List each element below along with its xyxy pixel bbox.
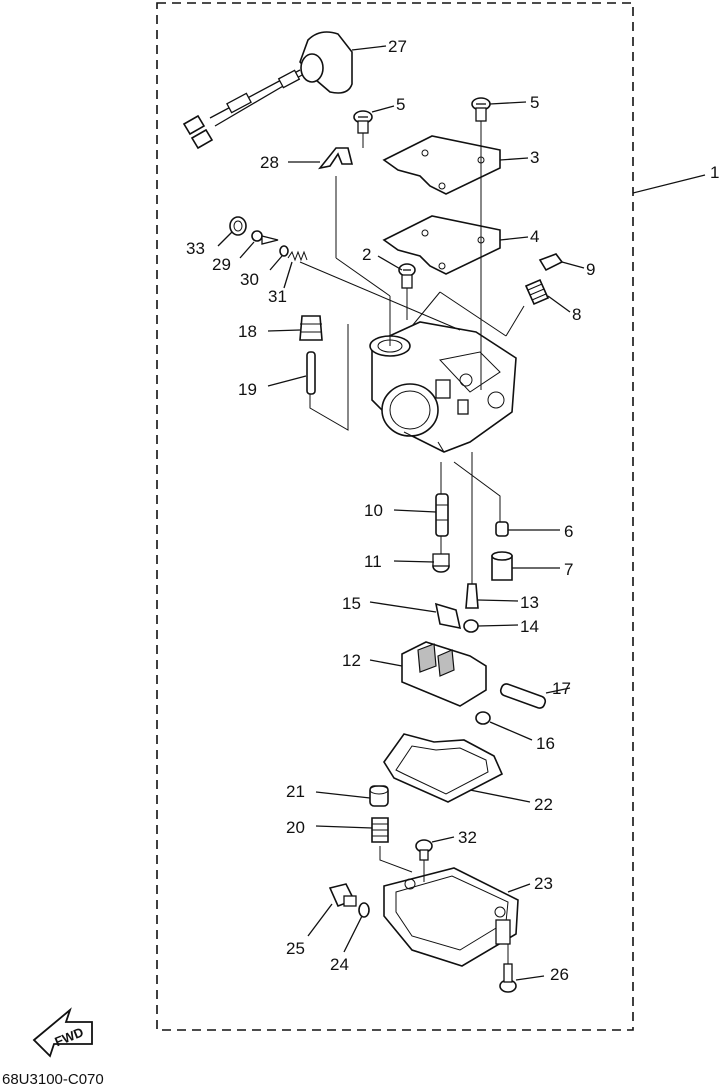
callout-8: 8	[572, 305, 581, 324]
callout-10: 10	[364, 501, 383, 520]
part-8-spring[interactable]	[524, 278, 550, 306]
callout-22: 22	[534, 795, 553, 814]
part-4-gasket[interactable]	[382, 215, 501, 275]
part-18-jet-holder[interactable]	[299, 315, 323, 341]
part-21-collar[interactable]	[369, 785, 389, 807]
part-23-float-bowl[interactable]	[383, 867, 519, 967]
part-24-gasket[interactable]	[358, 902, 370, 918]
callout-27: 27	[388, 37, 407, 56]
callout-14: 14	[520, 617, 539, 636]
part-20-spring[interactable]	[371, 817, 389, 843]
callout-leaders	[217, 45, 706, 981]
callout-28: 28	[260, 153, 279, 172]
part-10-main-nozzle[interactable]	[435, 493, 449, 537]
part-16-screw[interactable]	[475, 711, 491, 725]
callout-21: 21	[286, 782, 305, 801]
callout-24: 24	[330, 955, 349, 974]
part-14-screw[interactable]	[463, 619, 479, 633]
callout-32: 32	[458, 828, 477, 847]
part-29-pilot-screw[interactable]	[251, 230, 279, 245]
callout-33: 33	[186, 239, 205, 258]
part-17-float-pin[interactable]	[499, 682, 547, 709]
part-7-plug[interactable]	[491, 551, 513, 581]
carburetor-body[interactable]	[369, 321, 517, 453]
callout-9: 9	[586, 260, 595, 279]
callout-7: 7	[564, 560, 573, 579]
part-12-float[interactable]	[401, 641, 487, 707]
callout-1: 1	[710, 163, 719, 182]
callout-5-right: 5	[530, 93, 539, 112]
callout-18: 18	[238, 322, 257, 341]
callout-numbers: 1 27 5 5 3 28 4 2 9 8 33 29 30 31 18 19 …	[186, 37, 719, 984]
callout-13: 13	[520, 593, 539, 612]
part-22-gasket[interactable]	[383, 733, 504, 803]
callout-4: 4	[530, 227, 539, 246]
part-15-clip[interactable]	[434, 602, 462, 630]
callout-26: 26	[550, 965, 569, 984]
part-26-screw[interactable]	[499, 963, 517, 993]
part-27-cap-with-wire[interactable]	[182, 31, 353, 150]
part-11-main-jet[interactable]	[432, 553, 450, 573]
callout-16: 16	[536, 734, 555, 753]
part-32-screw[interactable]	[415, 839, 433, 861]
callout-23: 23	[534, 874, 553, 893]
callout-11: 11	[364, 552, 382, 571]
part-3-plate[interactable]	[382, 135, 501, 195]
callout-25: 25	[286, 939, 305, 958]
callout-20: 20	[286, 818, 305, 837]
part-25-drain-screw[interactable]	[328, 883, 357, 908]
part-30-washer[interactable]	[279, 245, 289, 257]
part-6-pilot-jet[interactable]	[495, 521, 509, 537]
callout-30: 30	[240, 270, 259, 289]
part-9-screw[interactable]	[538, 253, 564, 272]
callout-5-left: 5	[396, 95, 405, 114]
callout-17: 17	[552, 679, 571, 698]
callout-3: 3	[530, 148, 539, 167]
part-5-screw-right[interactable]	[471, 97, 491, 122]
part-28-clip[interactable]	[318, 147, 354, 170]
assembly-guide-lines	[299, 121, 525, 964]
fwd-arrow-icon: FWD	[32, 1007, 93, 1058]
callout-19: 19	[238, 380, 257, 399]
part-2-screw[interactable]	[398, 263, 416, 289]
part-33-cap[interactable]	[229, 216, 247, 236]
part-13-needle-valve[interactable]	[465, 583, 479, 609]
assembly-boundary	[156, 2, 634, 1031]
callout-6: 6	[564, 522, 573, 541]
diagram-part-number: 68U3100-C070	[2, 1071, 104, 1087]
part-5-screw-left[interactable]	[353, 110, 373, 134]
callout-12: 12	[342, 651, 361, 670]
callout-15: 15	[342, 594, 361, 613]
callout-31: 31	[268, 287, 287, 306]
part-31-spring[interactable]	[287, 250, 308, 262]
callout-2: 2	[362, 245, 371, 264]
part-19-pin[interactable]	[306, 351, 316, 395]
callout-29: 29	[212, 255, 231, 274]
